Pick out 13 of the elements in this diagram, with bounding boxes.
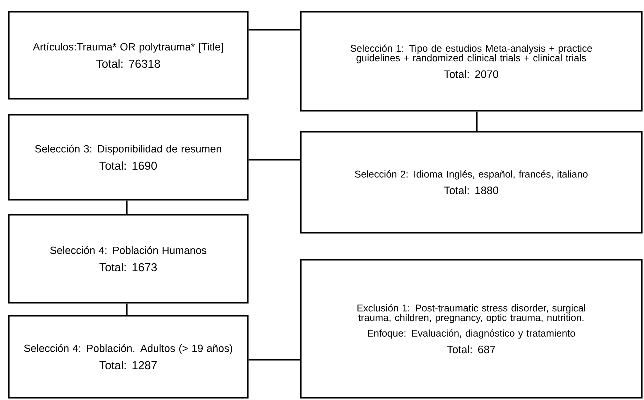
connector-line (126, 200, 128, 214)
connector-line (248, 29, 300, 31)
process-box: Artículos:Trauma* OR polytrauma* [Title] Total: 76318 (8, 11, 249, 100)
connector-line (476, 112, 478, 132)
process-box: Selección 3: Disponibilidad de resumen Total: 1690 (8, 114, 249, 201)
process-box: Selección 4: Población Humanos Total: 1673 (8, 214, 249, 304)
process-box: Selección 4: Población. Adultos (> 19 años) Total: 1287 (8, 315, 249, 399)
connector-line (126, 304, 128, 316)
process-box: Selección 1: Tipo de estudios Meta-analysis + practice guidelines + randomized clinical trials + clinical trials Total: 2070 (300, 11, 643, 112)
connector-line (248, 359, 300, 361)
process-box: Selección 2: Idioma Inglés, español, francés, italiano Total: 1880 (300, 131, 643, 234)
connector-line (248, 159, 300, 161)
process-box: Exclusión 1: Post-traumatic stress disorder, surgical trauma, children, pregnancy, optic trauma, nutrition. Enfoque: Evaluación, diagnóstico y tratamiento Total: 687 (300, 259, 643, 399)
